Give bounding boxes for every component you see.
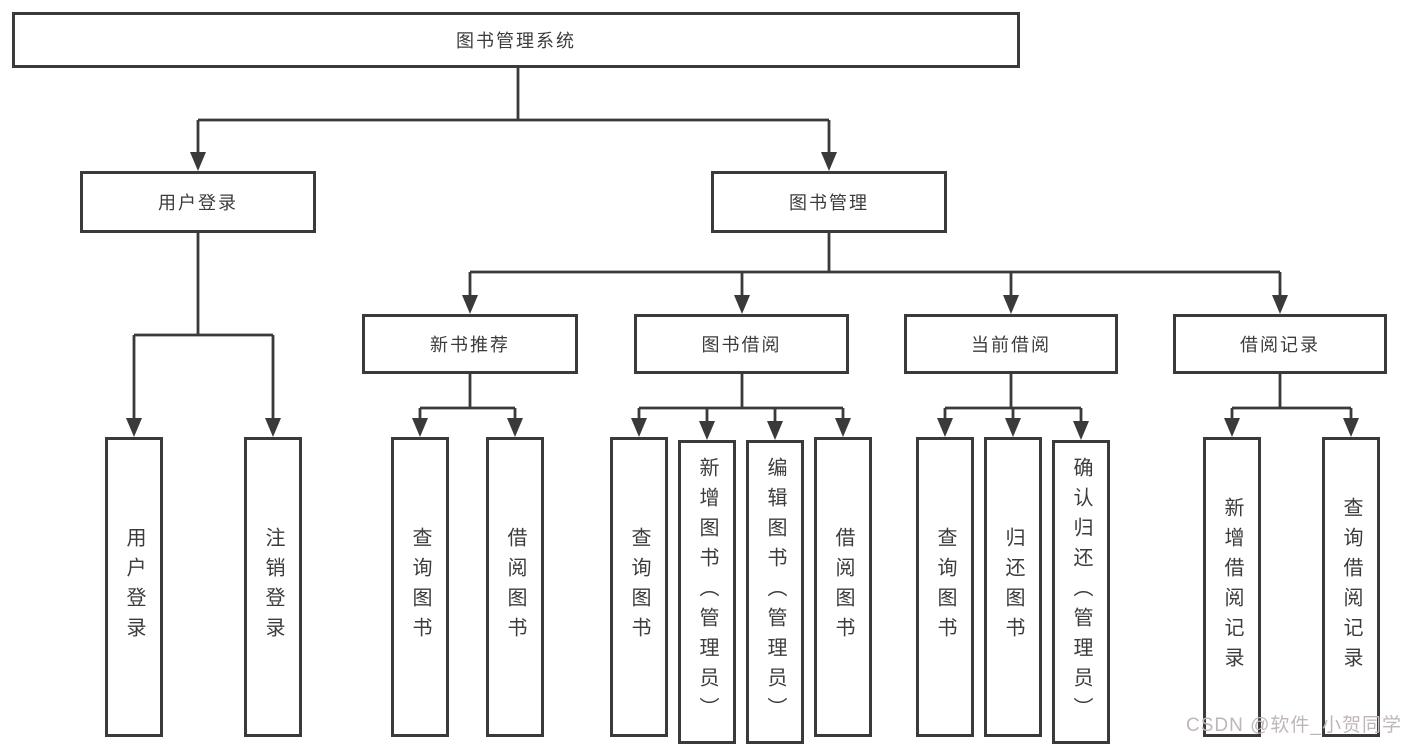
node-label: 新增图书（管理员）	[696, 457, 718, 727]
leaf-record-add-borrow-record: 新增借阅记录	[1203, 437, 1261, 737]
node-label: 查询图书	[628, 527, 650, 647]
node-new-book-recommend: 新书推荐	[362, 314, 578, 374]
node-label: 借阅图书	[832, 527, 854, 647]
connector-book-mgmt-to-level3	[462, 233, 1288, 314]
connector-book-borrow-to-leaves	[631, 374, 851, 440]
leaf-newbook-borrow-books: 借阅图书	[486, 437, 544, 737]
node-label: 用户登录	[123, 527, 145, 647]
node-label: 注销登录	[262, 527, 284, 647]
node-label: 借阅记录	[1240, 335, 1320, 355]
node-label: 当前借阅	[971, 335, 1051, 355]
connector-user-login-to-leaves	[126, 233, 281, 437]
node-library-management-system: 图书管理系统	[12, 12, 1020, 68]
node-label: 确认归还（管理员）	[1070, 457, 1092, 727]
node-label: 查询图书	[934, 527, 956, 647]
leaf-logout: 注销登录	[244, 437, 302, 737]
leaf-current-return-books: 归还图书	[984, 437, 1042, 737]
node-book-management: 图书管理	[711, 171, 947, 233]
leaf-borrow-edit-books-admin: 编辑图书（管理员）	[746, 440, 804, 744]
node-label: 归还图书	[1002, 527, 1024, 647]
leaf-current-confirm-return-admin: 确认归还（管理员）	[1052, 440, 1110, 744]
node-label: 编辑图书（管理员）	[764, 457, 786, 727]
node-label: 图书借阅	[701, 335, 782, 355]
leaf-current-query-books: 查询图书	[916, 437, 974, 737]
node-book-borrowing: 图书借阅	[634, 314, 849, 374]
connector-borrow-record-to-leaves	[1224, 374, 1359, 437]
csdn-watermark: CSDN @软件_小贺同学	[1186, 715, 1402, 736]
leaf-user-login: 用户登录	[105, 437, 163, 737]
connector-new-book-to-leaves	[412, 374, 523, 437]
leaf-borrow-borrow-books: 借阅图书	[814, 437, 872, 737]
node-label: 新增借阅记录	[1221, 497, 1243, 677]
node-user-login: 用户登录	[80, 171, 316, 233]
node-label: 借阅图书	[504, 527, 526, 647]
node-current-borrowing: 当前借阅	[904, 314, 1118, 374]
connector-current-borrow-to-leaves	[937, 374, 1089, 440]
leaf-newbook-query-books: 查询图书	[391, 437, 449, 737]
node-label: 图书管理	[789, 193, 869, 213]
node-borrowing-records: 借阅记录	[1173, 314, 1387, 374]
leaf-borrow-query-books: 查询图书	[610, 437, 668, 737]
leaf-borrow-add-books-admin: 新增图书（管理员）	[678, 440, 736, 744]
node-label: 查询借阅记录	[1340, 497, 1362, 677]
node-label: 查询图书	[409, 527, 431, 647]
node-label: 图书管理系统	[456, 31, 576, 51]
node-label: 新书推荐	[430, 335, 510, 355]
node-label: 用户登录	[158, 193, 238, 213]
leaf-record-query-borrow-record: 查询借阅记录	[1322, 437, 1380, 737]
connector-root-to-level2	[190, 68, 837, 171]
